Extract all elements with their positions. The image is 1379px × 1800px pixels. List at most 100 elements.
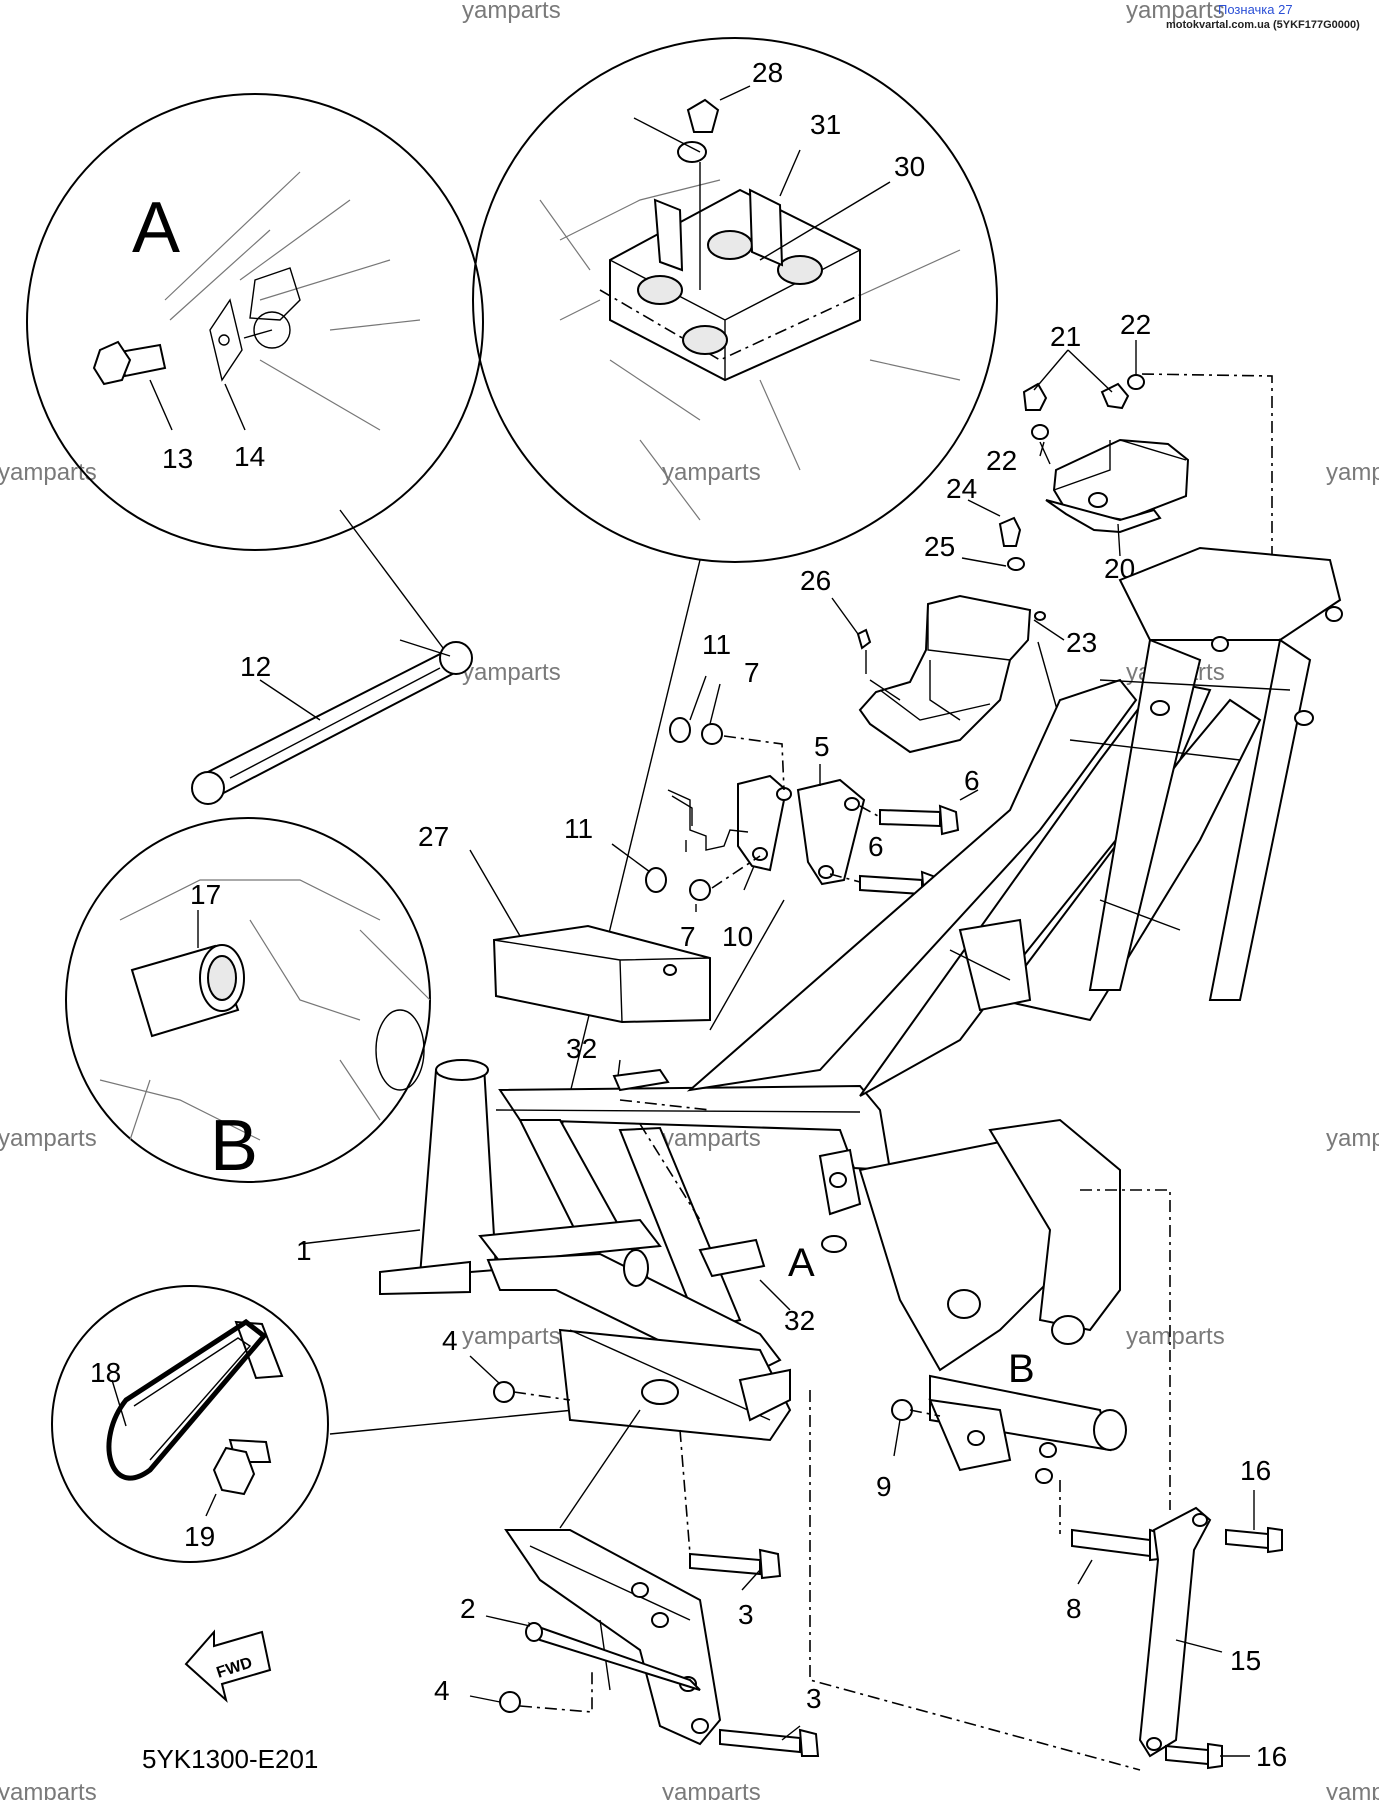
callout-19: 19 [184, 1521, 215, 1552]
callout-23: 23 [1066, 627, 1097, 658]
callout-32: 32 [566, 1033, 597, 1064]
detail-guide-leader [329, 1409, 575, 1435]
callout-6: 6 [964, 765, 980, 796]
callout-2: 2 [460, 1593, 476, 1624]
detail-battery-leader [561, 559, 701, 1127]
forward-arrow: FWD [184, 1629, 272, 1703]
watermark: yamparts [0, 459, 97, 486]
watermark: yamparts [662, 1125, 761, 1152]
nut-4a [493, 1381, 515, 1403]
watermark: yamparts [1326, 459, 1379, 486]
detail-a-letter: A [132, 188, 180, 268]
callout-3: 3 [738, 1599, 754, 1630]
watermark: yamparts [0, 1125, 97, 1152]
header-link[interactable]: Позначка 27 [1218, 2, 1293, 17]
watermark: yamparts [1326, 1779, 1379, 1800]
detail-a-outline [26, 93, 484, 551]
callout-17: 17 [190, 879, 221, 910]
nut-22a [1031, 424, 1049, 440]
bolt-28 [686, 98, 720, 133]
callout-7b: 7 [680, 921, 696, 952]
callout-9: 9 [876, 1471, 892, 1502]
callout-27: 27 [418, 821, 449, 852]
callout-32b: 32 [784, 1305, 815, 1336]
bolt-3b [798, 1728, 820, 1757]
header-site-text: motokvartal.com.ua (5YKF177G0000) [1166, 19, 1360, 31]
nut-7b [689, 879, 711, 901]
callout-5: 5 [814, 731, 830, 762]
tension-bar-12: 12 [191, 639, 473, 805]
callout-26: 26 [800, 565, 831, 596]
callout-11: 11 [702, 629, 731, 660]
rear-stay-group: 16 16 15 8 9 [876, 1189, 1287, 1772]
callout-16b: 16 [1256, 1741, 1287, 1772]
band-31a [653, 198, 684, 272]
watermark: yamparts [1126, 1323, 1225, 1350]
box-27: 27 [418, 821, 711, 1024]
callout-18: 18 [90, 1357, 121, 1388]
bolt-3a [758, 1548, 782, 1580]
callout-7: 7 [744, 657, 760, 688]
callout-22b: 22 [986, 445, 1017, 476]
callout-8: 8 [1066, 1593, 1082, 1624]
washer-25 [1007, 557, 1025, 571]
nut-4b [499, 1691, 521, 1713]
detail-b-letter: B [210, 1106, 258, 1186]
watermark: yamparts [1326, 1125, 1379, 1152]
callout-6b: 6 [868, 831, 884, 862]
frame-label-b: B [1008, 1347, 1035, 1391]
nut-7a [701, 723, 723, 745]
callout-22: 22 [1120, 309, 1151, 340]
callout-28: 28 [752, 57, 783, 88]
bracket-10 [737, 774, 788, 872]
callout-24: 24 [946, 473, 977, 504]
callout-21: 21 [1050, 321, 1081, 352]
header-link-text[interactable]: Позначка 27 [1218, 2, 1293, 17]
watermark: yamparts [662, 459, 761, 486]
frame-label-a: A [788, 1241, 815, 1285]
screw-26 [856, 628, 872, 650]
callout-25: 25 [924, 531, 955, 562]
washer-11a [669, 717, 691, 743]
bolt-21b [1100, 382, 1130, 410]
detail-a-leader [339, 509, 453, 661]
guide-18 [106, 1318, 268, 1481]
detail-circle-b: 17 B [65, 817, 431, 1186]
watermark: yamparts [662, 1779, 761, 1800]
callout-13: 13 [162, 443, 193, 474]
washer-9 [891, 1399, 913, 1421]
engine-mount-2: 2 3 3 4 4 [434, 1325, 1141, 1771]
bolt-21a [1022, 382, 1048, 411]
main-frame-1: 1 32 32 A B [296, 546, 1343, 1484]
watermark: yamparts [462, 1323, 561, 1350]
bolt-24 [998, 516, 1022, 547]
callout-10: 10 [722, 921, 753, 952]
bolt-19 [212, 1446, 256, 1496]
detail-battery-outline [472, 37, 998, 563]
watermark: yamparts [462, 659, 561, 686]
callout-14: 14 [234, 441, 265, 472]
callout-31: 31 [810, 109, 841, 140]
callout-4b: 4 [434, 1675, 450, 1706]
detail-circle-guide: 18 19 [51, 1285, 329, 1563]
callout-12: 12 [240, 651, 271, 682]
bolt-13 [92, 340, 132, 386]
callout-16: 16 [1240, 1455, 1271, 1486]
callout-15: 15 [1230, 1645, 1261, 1676]
watermark: yamparts [0, 1779, 97, 1800]
watermark: yamparts [462, 0, 561, 24]
callout-1: 1 [296, 1235, 312, 1266]
detail-circle-battery: 28 31 30 [472, 37, 998, 563]
callout-4: 4 [442, 1325, 458, 1356]
bolt-16a [1267, 1526, 1283, 1554]
nut-22b [1127, 374, 1145, 390]
detail-circle-a: A 13 14 [26, 93, 484, 551]
diagram-code: 5YK1300-E201 [142, 1744, 318, 1774]
bolt-6a [938, 804, 960, 836]
callout-30: 30 [894, 151, 925, 182]
band-31b [748, 188, 784, 267]
bolt-16b [1207, 1742, 1223, 1770]
bracket-20: 21 22 22 20 [986, 309, 1273, 636]
